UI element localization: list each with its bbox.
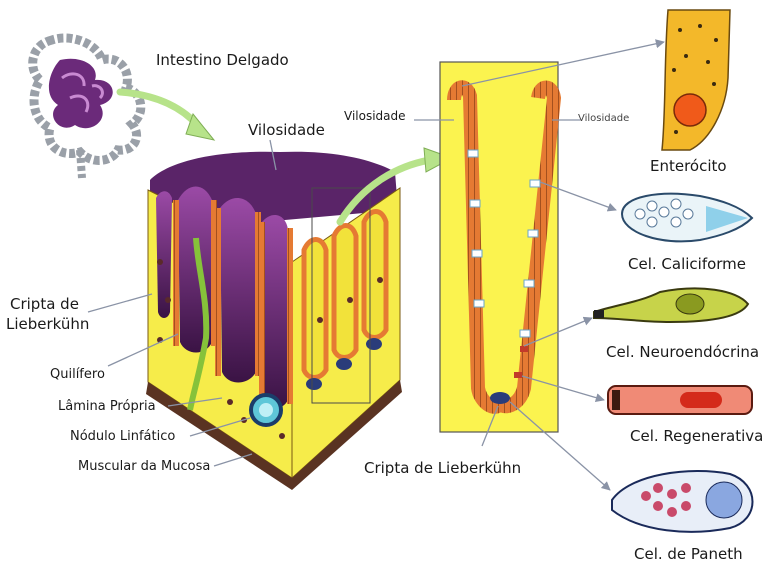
neuroendocrine-cell xyxy=(594,288,748,322)
label-cel-neuroendocrina: Cel. Neuroendócrina xyxy=(606,344,759,361)
label-cel-regenerativa: Cel. Regenerativa xyxy=(630,428,763,445)
label-cel-caliciforme: Cel. Caliciforme xyxy=(628,256,746,273)
label-nodulo-linfatico: Nódulo Linfático xyxy=(70,430,175,445)
label-cel-paneth: Cel. de Paneth xyxy=(634,546,743,563)
label-muscular-mucosa: Muscular da Mucosa xyxy=(78,460,210,475)
tissue-block xyxy=(146,148,452,490)
label-cripta-bottom: Cripta de Lieberkühn xyxy=(364,460,521,477)
enterocyte-cell xyxy=(662,10,730,150)
label-vilosidade-right: Vilosidade xyxy=(578,113,629,125)
label-enterocito: Enterócito xyxy=(650,158,727,175)
label-vilosidade-main: Vilosidade xyxy=(248,122,325,139)
label-intestino-delgado: Intestino Delgado xyxy=(156,52,289,69)
label-vilosidade-left: Vilosidade xyxy=(344,110,406,124)
label-cripta-left-line1: Cripta de xyxy=(10,296,79,313)
crypt-column xyxy=(440,62,558,432)
label-quilifero: Quilífero xyxy=(50,368,105,383)
label-lamina-propria: Lâmina Própria xyxy=(58,400,156,415)
label-cripta-left-line2: Lieberkühn xyxy=(6,316,89,333)
